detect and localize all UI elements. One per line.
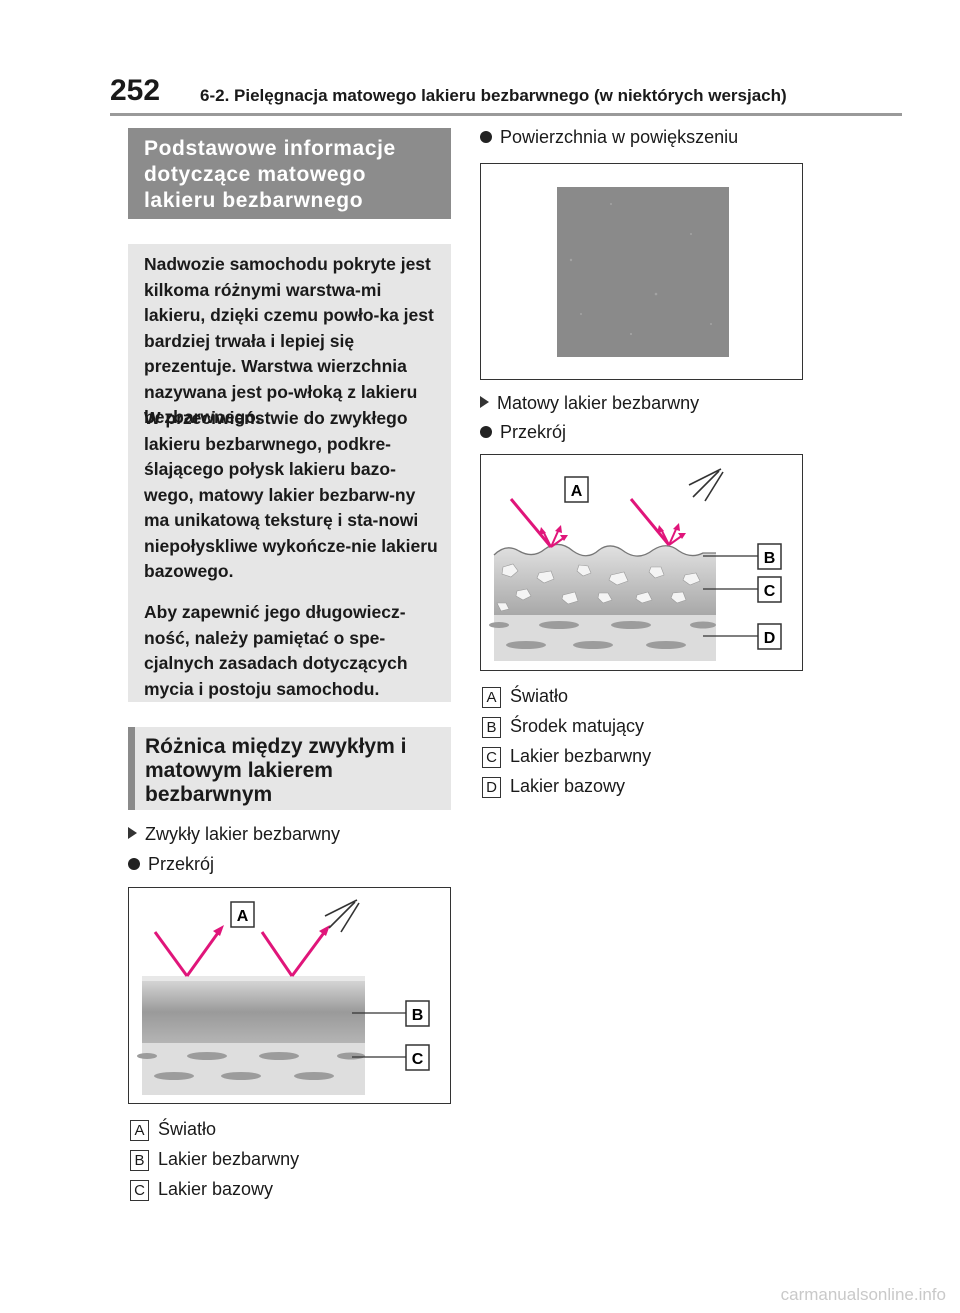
svg-text:B: B — [764, 550, 776, 567]
info-panel: Nadwozie samochodu pokryte jest kilkoma … — [128, 244, 451, 702]
svg-text:B: B — [412, 1007, 424, 1024]
svg-text:A: A — [237, 908, 249, 925]
base-coat-layer — [142, 1043, 365, 1095]
bullet-dot-icon — [480, 426, 492, 438]
watermark: carmanualsonline.info — [780, 1285, 946, 1304]
section-subtitle-text: Różnica między zwykłym i matowym lakiere… — [145, 735, 407, 806]
surface-edge — [142, 976, 365, 982]
svg-text:C: C — [764, 583, 776, 600]
right-bullet-crosssection: Przekrój — [480, 421, 566, 443]
svg-text:D: D — [764, 630, 776, 647]
left-bullet-crosssection: Przekrój — [128, 853, 214, 875]
info-paragraph-3: Aby zapewnić jego długowiecz-ność, należ… — [144, 602, 408, 699]
right-subheading: Matowy lakier bezbarwny — [480, 392, 699, 414]
page-number: 252 — [110, 74, 161, 107]
header-divider — [110, 113, 902, 116]
left-subheading: Zwykły lakier bezbarwny — [128, 823, 340, 845]
bullet-dot-icon — [128, 858, 140, 870]
section-title-text: Podstawowe informacje dotyczące matowego… — [144, 137, 396, 212]
page-header: 252 6-2. Pielęgnacja matowego lakieru be… — [0, 0, 960, 120]
bullet-dot-icon — [480, 131, 492, 143]
surface-texture-image — [557, 187, 729, 357]
section-title-difference: Różnica między zwykłym i matowym lakiere… — [128, 727, 451, 810]
clear-coat-layer — [142, 981, 365, 1043]
svg-text:C: C — [412, 1051, 424, 1068]
glossy-crosssection-diagram: A B C — [137, 899, 430, 1095]
section-title-basic-info: Podstawowe informacje dotyczące matowego… — [128, 128, 451, 219]
info-paragraph-1: Nadwozie samochodu pokryte jest kilkoma … — [144, 254, 434, 427]
chapter-title: 6-2. Pielęgnacja matowego lakieru bezbar… — [200, 86, 787, 105]
matte-crosssection-diagram: A B C D — [489, 468, 782, 661]
figure-matte-crosssection: A B C D — [480, 454, 803, 671]
figure-glossy-crosssection: A B C — [128, 887, 451, 1104]
svg-text:A: A — [571, 483, 583, 500]
triangle-bullet-icon — [128, 827, 137, 839]
right-bullet-surface: Powierzchnia w powiększeniu — [480, 126, 738, 148]
info-paragraph-2: W przeciwieństwie do zwykłego lakieru be… — [144, 408, 438, 581]
triangle-bullet-icon — [480, 396, 489, 408]
figure-surface-magnified — [480, 163, 803, 380]
